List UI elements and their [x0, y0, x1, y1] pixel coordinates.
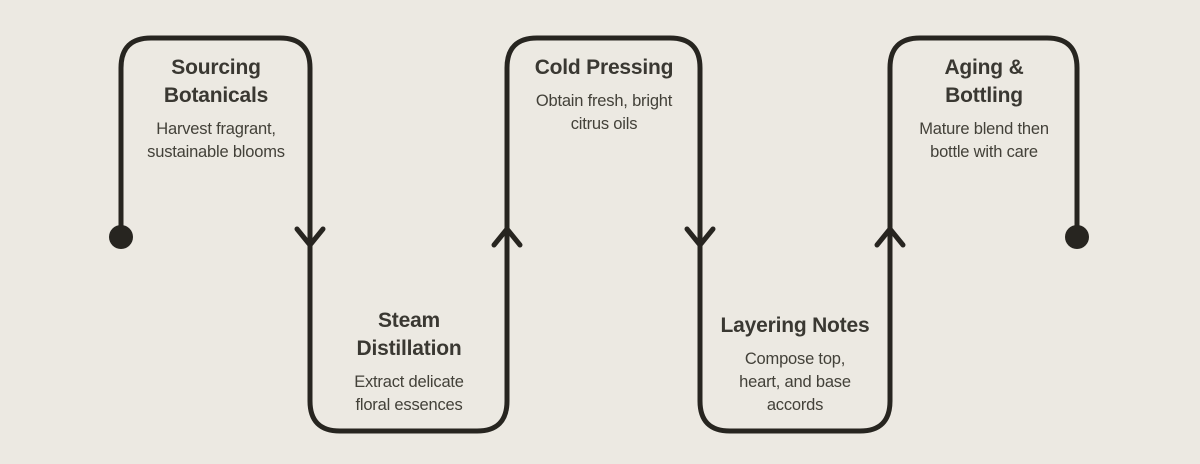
stage-description: Mature blend then bottle with care: [919, 120, 1049, 161]
stage-layering-notes: Layering Notes Compose top, heart, and b…: [702, 312, 888, 417]
stage-description: Obtain fresh, bright citrus oils: [535, 92, 673, 133]
stage-title: Steam Distillation: [356, 309, 462, 360]
start-terminal-dot: [109, 225, 133, 249]
stage-title: Aging & Bottling: [944, 56, 1024, 107]
end-terminal-dot: [1065, 225, 1089, 249]
arrow-up-icon: [874, 226, 906, 248]
stage-title: Sourcing Botanicals: [163, 56, 269, 107]
stage-description: Compose top, heart, and base accords: [739, 350, 851, 414]
stage-title: Cold Pressing: [534, 56, 674, 79]
stage-description: Extract delicate floral essences: [354, 373, 464, 414]
arrow-down-icon: [684, 226, 716, 248]
stage-sourcing-botanicals: Sourcing Botanicals Harvest fragrant, su…: [123, 54, 309, 164]
arrow-up-icon: [491, 226, 523, 248]
flow-connector-path: [118, 35, 1080, 434]
stage-steam-distillation: Steam Distillation Extract delicate flor…: [316, 307, 502, 417]
arrow-down-icon: [294, 226, 326, 248]
stage-title: Layering Notes: [720, 314, 870, 337]
stage-aging-bottling: Aging & Bottling Mature blend then bottl…: [891, 54, 1077, 164]
stage-description: Harvest fragrant, sustainable blooms: [147, 120, 285, 161]
stage-cold-pressing: Cold Pressing Obtain fresh, bright citru…: [511, 54, 697, 136]
